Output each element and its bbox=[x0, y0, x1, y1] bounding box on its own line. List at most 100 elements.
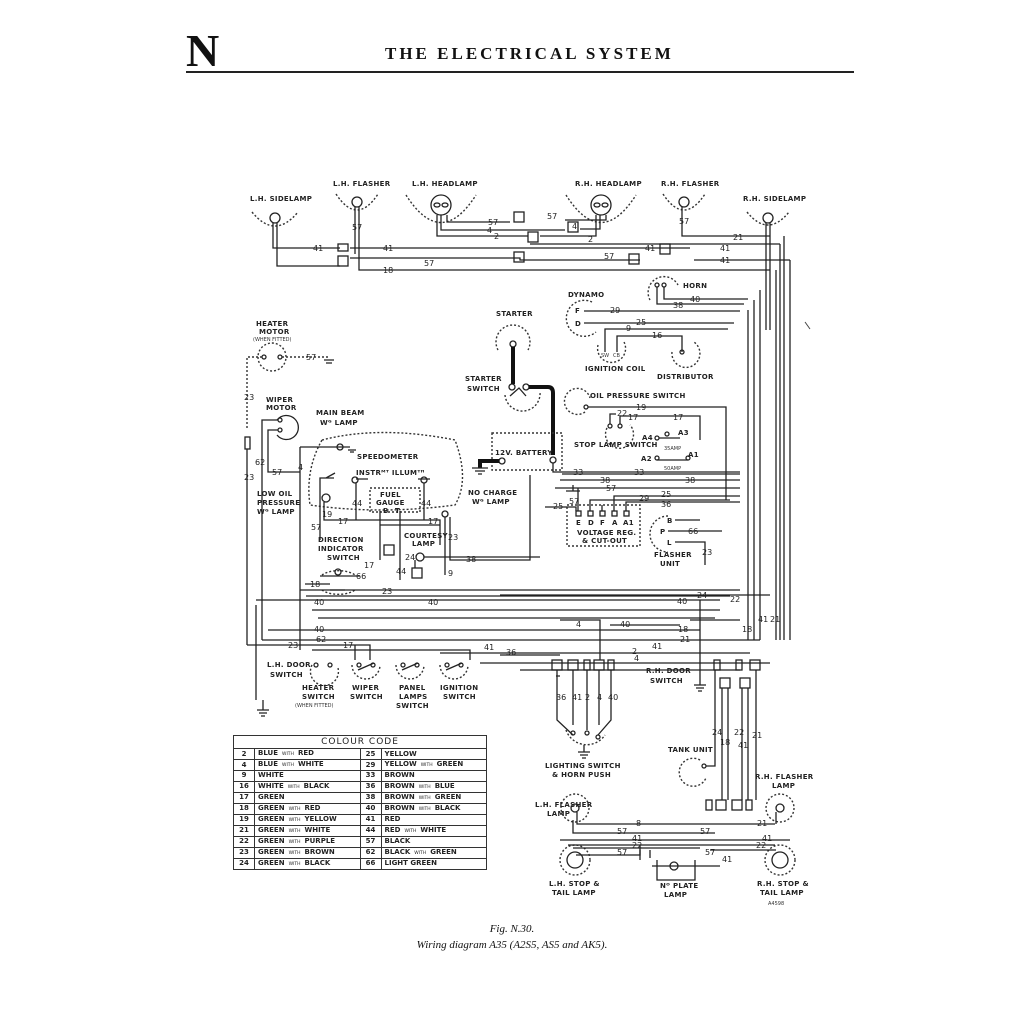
rh-sidelamp-label: R.H. SIDELAMP bbox=[743, 195, 806, 203]
wire-number: 22 bbox=[617, 409, 627, 418]
component-label: P bbox=[660, 528, 665, 536]
component-label: Wᴳ LAMP bbox=[257, 508, 295, 516]
component-label: GAUGE bbox=[376, 499, 405, 507]
chapter-letter: N bbox=[186, 25, 220, 76]
component-label: F bbox=[600, 519, 605, 527]
wire-colour: GREEN bbox=[254, 791, 361, 804]
component-label: L.H. STOP & bbox=[549, 880, 600, 888]
wire-number: 57 bbox=[604, 252, 614, 261]
wire-number: 44 bbox=[352, 499, 362, 508]
dynamo: DYNAMO F D 29 25 bbox=[565, 291, 740, 337]
tracer-colour: RED bbox=[297, 749, 314, 757]
component-label: STARTER bbox=[465, 375, 502, 383]
stop-lamp-switch: STOP LAMP SWITCH 22 17 17 bbox=[574, 409, 701, 449]
wire-number: 38 bbox=[600, 476, 610, 485]
wire-number: 44 bbox=[396, 567, 406, 576]
wire-number: 22 bbox=[734, 728, 744, 737]
wire-number: 57 bbox=[606, 484, 616, 493]
component-label: IGNITION bbox=[440, 684, 478, 692]
wire-number: 36 bbox=[556, 693, 566, 702]
wire-number: 23 bbox=[244, 473, 254, 482]
with-word: WITH bbox=[418, 784, 431, 790]
base-colour: BROWN bbox=[384, 803, 415, 812]
wire-colour: YELLOW bbox=[380, 748, 487, 760]
wire-number: 21 bbox=[770, 615, 780, 624]
wire-number: 40 bbox=[677, 597, 687, 606]
horn: HORN 40 38 bbox=[647, 275, 748, 310]
wire-code-number: 62 bbox=[359, 846, 382, 859]
tracer-colour: WHITE bbox=[304, 825, 331, 834]
base-colour: BLUE bbox=[258, 760, 279, 768]
wire-number: 38 bbox=[685, 476, 695, 485]
wire-number: 57 bbox=[547, 212, 557, 221]
tank-unit-label: TANK UNIT bbox=[668, 746, 713, 754]
rh-sidelamp: R.H. SIDELAMP bbox=[743, 195, 806, 226]
component-label: LAMP bbox=[664, 891, 687, 899]
wire-number: 17 bbox=[343, 641, 353, 650]
component-label: CB bbox=[613, 353, 620, 359]
main-beam-lamp: MAIN BEAM Wᴳ LAMP bbox=[316, 409, 364, 427]
tracer-colour: WHITE bbox=[297, 760, 324, 768]
base-colour: YELLOW bbox=[384, 760, 417, 768]
wire-number: 41 bbox=[720, 244, 730, 253]
wire-number: 17 bbox=[628, 413, 638, 422]
component-label: SWITCH bbox=[327, 554, 360, 562]
with-word: WITH bbox=[282, 752, 294, 757]
base-colour: BROWN bbox=[384, 781, 415, 790]
with-word: WITH bbox=[288, 861, 301, 867]
with-word: WITH bbox=[288, 839, 301, 845]
base-colour: BLACK bbox=[384, 837, 411, 845]
wire-number: 21 bbox=[733, 233, 743, 242]
wiper-motor: WIPER MOTOR 62 23 57 bbox=[244, 396, 300, 645]
wire-number: 57 bbox=[700, 827, 710, 836]
wire-number: 57 bbox=[352, 223, 362, 232]
wire-number: 25 bbox=[636, 318, 646, 327]
base-colour: LIGHT GREEN bbox=[384, 859, 437, 867]
component-label: LAMP bbox=[547, 810, 570, 818]
base-colour: GREEN bbox=[258, 847, 285, 856]
wire-number: 22 bbox=[756, 841, 766, 850]
wire-number: 17 bbox=[338, 517, 348, 526]
base-colour: GREEN bbox=[258, 836, 285, 845]
base-colour: GREEN bbox=[258, 858, 285, 867]
base-colour: GREEN bbox=[258, 793, 285, 801]
base-colour: GREEN bbox=[258, 814, 285, 823]
component-label: A bbox=[612, 519, 618, 527]
wire-code-number: 44 bbox=[359, 824, 382, 837]
distributor-label: DISTRIBUTOR bbox=[657, 373, 714, 381]
wire-number: 66 bbox=[688, 527, 698, 536]
with-word: WITH bbox=[288, 828, 301, 834]
battery: 12V. BATTERY 33 33 bbox=[472, 432, 740, 477]
distributor: DISTRIBUTOR bbox=[657, 341, 714, 381]
wire-number: 23 bbox=[382, 587, 392, 596]
ignition-coil: SW CB IGNITION COIL 9 16 bbox=[585, 324, 728, 373]
wire-number: 23 bbox=[702, 548, 712, 557]
wire-number: 4 bbox=[597, 693, 602, 702]
margin-mark bbox=[804, 321, 811, 330]
wire-number: 66 bbox=[356, 572, 366, 581]
component-label: B bbox=[667, 517, 673, 525]
wire-code-number: 40 bbox=[359, 802, 382, 815]
wire-number: 18 bbox=[383, 266, 393, 275]
wire-number: 24 bbox=[712, 728, 722, 737]
starter-label: STARTER bbox=[496, 310, 533, 318]
flasher-unit: B P L FLASHER UNIT 66 23 bbox=[649, 515, 722, 568]
wire-number: 19 bbox=[636, 403, 646, 412]
figure-caption: Wiring diagram A35 (A2S5, AS5 and AK5). bbox=[416, 939, 608, 951]
right-lower-harness: 24 40 22 4 40 18 18 21 41 2 4 41 21 R.H.… bbox=[551, 591, 780, 692]
wire-number: 57 bbox=[679, 217, 689, 226]
wire-code-number: 16 bbox=[233, 780, 255, 793]
component-label: B bbox=[383, 507, 389, 515]
base-colour: RED bbox=[384, 815, 401, 823]
component-label: PANEL bbox=[399, 684, 426, 692]
front-wire-numbers: 41 41 57 57 57 57 4 4 2 2 18 41 41 41 21… bbox=[313, 212, 743, 275]
lighting-switch: LIGHTING SWITCH & HORN PUSH 36 41 2 4 40 bbox=[545, 670, 620, 779]
tracer-colour: WHITE bbox=[420, 825, 447, 834]
wire-number: 25 bbox=[661, 490, 671, 499]
tank-unit: TANK UNIT bbox=[668, 670, 716, 787]
